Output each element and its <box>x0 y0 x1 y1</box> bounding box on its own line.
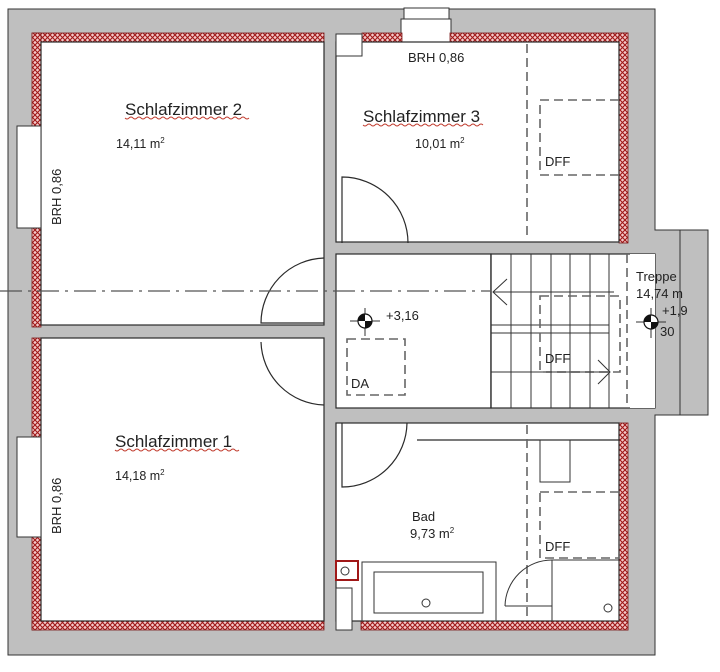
room-name-schlafzimmer-3: Schlafzimmer 3 <box>363 107 480 126</box>
room-area-schlafzimmer-3: 10,01 m2 <box>415 136 465 151</box>
door-sz3-swing-icon <box>341 176 409 244</box>
room-area-bad: 9,73 m2 <box>410 526 455 541</box>
room-name-treppe: Treppe <box>636 269 677 284</box>
spellcheck-underline <box>362 123 484 127</box>
brh-left-lower: BRH 0,86 <box>49 478 64 534</box>
room-schlafzimmer-1 <box>16 337 325 631</box>
da-hall: DA <box>351 376 369 391</box>
level-hall: +3,16 <box>386 308 419 323</box>
shaft-bad-2 <box>335 587 353 631</box>
dff-sz3: DFF <box>545 154 570 169</box>
room-treppe <box>490 253 656 409</box>
room-area-schlafzimmer-1: 14,18 m2 <box>115 468 165 483</box>
room-schlafzimmer-2 <box>16 32 325 328</box>
brh-top: BRH 0,86 <box>408 50 464 65</box>
shower <box>551 559 620 622</box>
room-name-bad: Bad <box>412 509 435 524</box>
room-hallway <box>335 253 492 409</box>
window-left-sz1 <box>16 436 42 538</box>
bathtub <box>361 561 497 622</box>
spellcheck-underline <box>114 448 240 452</box>
spellcheck-underline <box>124 116 250 120</box>
level-stairs: +1,9 <box>662 303 688 318</box>
window-left-sz2 <box>16 125 42 229</box>
room-name-schlafzimmer-1: Schlafzimmer 1 <box>115 432 232 451</box>
door-sz2-swing-icon <box>260 257 325 324</box>
room-area-treppe: 14,74 m <box>636 286 683 301</box>
stair-arrow-up-icon <box>492 278 614 306</box>
stairs-count: 30 <box>660 324 674 339</box>
level-marker-icon <box>350 308 380 336</box>
brh-left-upper: BRH 0,86 <box>49 169 64 225</box>
room-schlafzimmer-3 <box>335 32 629 244</box>
door-sz1-swing-icon <box>260 341 325 406</box>
window-frame-top-sz3 <box>400 18 452 44</box>
dff-bad: DFF <box>545 539 570 554</box>
door-bad-swing-icon <box>341 422 408 488</box>
doors <box>260 176 409 488</box>
room-name-schlafzimmer-2: Schlafzimmer 2 <box>125 100 242 119</box>
room-bad <box>335 422 629 631</box>
dff-stairs: DFF <box>545 351 570 366</box>
shaft-bad <box>335 560 359 581</box>
shaft-sz3 <box>335 33 363 57</box>
window-top-sz3 <box>403 7 450 21</box>
level-marker-stairs-icon <box>636 308 666 338</box>
stair-arrow-down-icon <box>546 359 611 385</box>
room-area-schlafzimmer-2: 14,11 m2 <box>116 136 165 151</box>
